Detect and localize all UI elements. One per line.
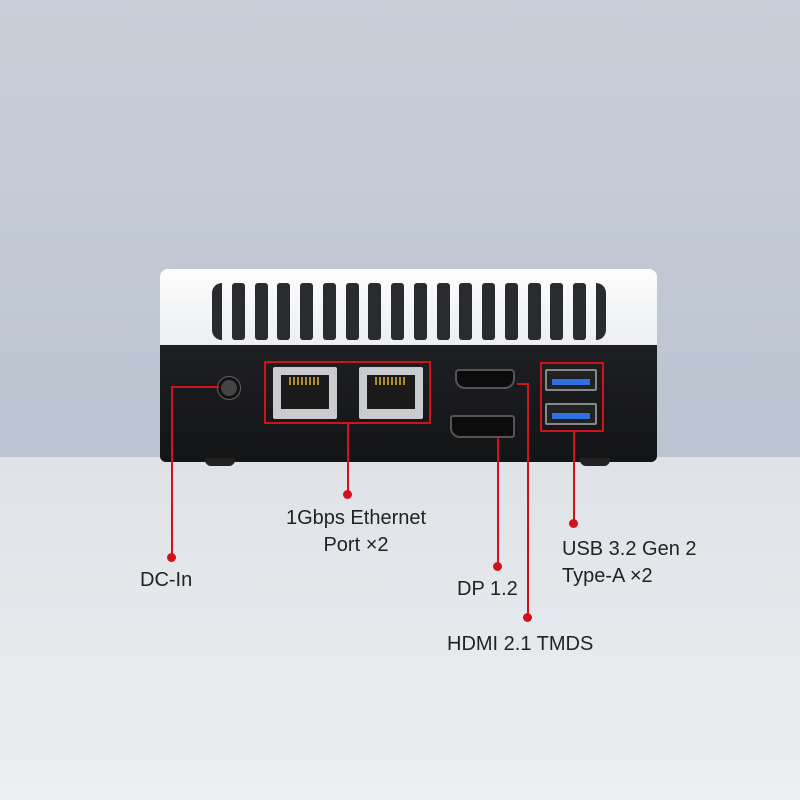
dc-in-port xyxy=(218,377,240,399)
vent-grille xyxy=(212,283,606,340)
hdmi-port xyxy=(455,369,515,389)
hdmi-leader-line xyxy=(517,383,529,385)
ethernet-highlight-box xyxy=(264,361,431,424)
background-floor xyxy=(0,457,800,800)
dp-leader-line xyxy=(497,438,499,566)
ethernet-port xyxy=(273,367,337,419)
dc-in-leader-line xyxy=(172,386,219,388)
ethernet-leader-line xyxy=(347,424,349,494)
usb-dot xyxy=(569,519,578,528)
usb-label: USB 3.2 Gen 2 Type-A ×2 xyxy=(562,538,697,587)
dp-dot xyxy=(493,562,502,571)
dc-in-leader-line xyxy=(171,386,173,556)
hdmi-dot xyxy=(523,613,532,622)
hdmi-label: HDMI 2.1 TMDS xyxy=(447,633,594,655)
ethernet-label: 1Gbps Ethernet Port ×2 xyxy=(285,507,427,556)
ethernet-port xyxy=(359,367,423,419)
foot xyxy=(205,458,235,466)
usb-highlight-box xyxy=(540,362,604,432)
displayport-port xyxy=(450,415,515,438)
dc-in-label: DC-In xyxy=(140,569,193,591)
usb-a-port xyxy=(545,369,597,391)
ethernet-dot xyxy=(343,490,352,499)
hdmi-leader-line xyxy=(527,383,529,617)
foot xyxy=(580,458,610,466)
usb-a-port xyxy=(545,403,597,425)
dp-label: DP 1.2 xyxy=(457,578,518,600)
dc-in-dot xyxy=(167,553,176,562)
usb-leader-line xyxy=(573,432,575,523)
